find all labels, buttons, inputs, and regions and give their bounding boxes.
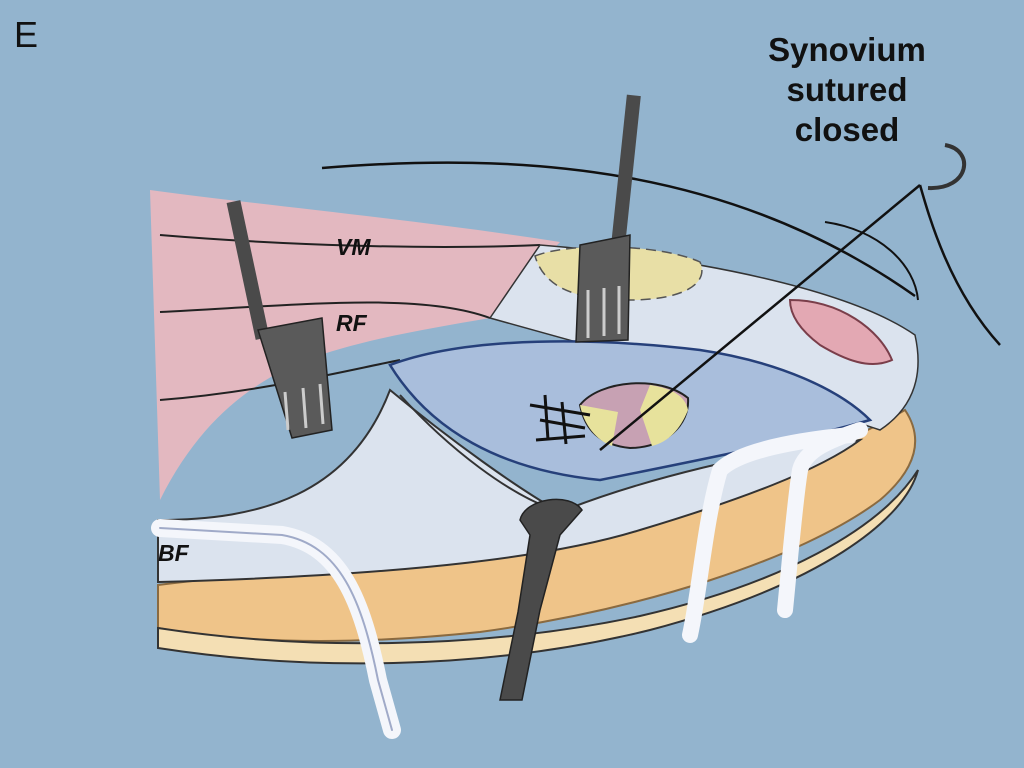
callout-leader-line xyxy=(599,184,921,451)
rake-retractor-left xyxy=(226,200,333,439)
skin-contour-line xyxy=(824,221,919,301)
bf-label: BF xyxy=(158,540,189,566)
rf-label: RF xyxy=(336,310,367,336)
callout-line-3: closed xyxy=(794,111,900,148)
suture-knot xyxy=(529,394,591,445)
synovium-callout: Synovium sutured closed xyxy=(742,30,952,150)
vm-label: VM xyxy=(336,234,371,260)
callout-line-1: Synovium xyxy=(768,31,926,68)
lateral-retinaculum xyxy=(788,298,894,365)
vm-border xyxy=(159,234,541,248)
callout-line-2: sutured xyxy=(786,71,908,108)
drain-tube-right xyxy=(682,422,868,643)
rake-retractor-center xyxy=(575,94,641,343)
drain-tube-left xyxy=(151,519,401,739)
needle xyxy=(927,143,967,191)
patella-yellow-right xyxy=(640,385,688,446)
rf-border xyxy=(159,301,491,319)
skin-rim xyxy=(157,469,919,665)
right-angle-retractor xyxy=(499,498,583,701)
suture-thread xyxy=(918,184,1001,346)
panel-letter: E xyxy=(14,14,39,55)
